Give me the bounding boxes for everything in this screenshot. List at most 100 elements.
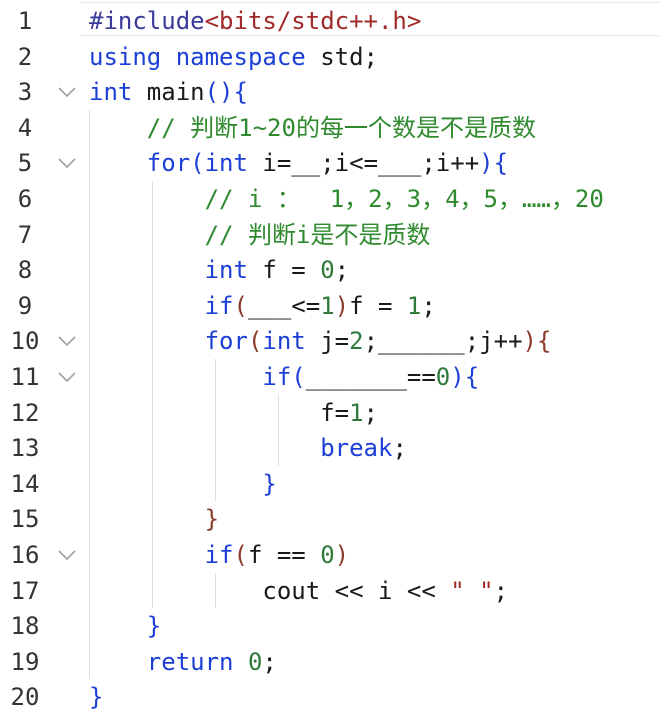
line-number: 16 [10,541,40,569]
chevron-down-icon[interactable] [56,546,78,564]
code-token: f = [349,291,407,320]
code-token: // i ： 1，2，3，4，5，……，20 [204,185,604,213]
code-token [89,505,205,533]
code-text[interactable]: f=1; [89,395,378,431]
code-text[interactable]: for(int i=__;i<=___;i++){ [89,145,508,181]
code-line[interactable]: 14 } [0,466,660,502]
code-token: f = [247,256,321,285]
code-text[interactable]: } [89,608,161,644]
code-line[interactable]: 10 for(int j=2;______;j++){ [0,323,660,359]
code-token: ;______;j++ [363,327,523,356]
code-text[interactable]: break; [89,430,407,466]
code-token: 0 [320,256,335,285]
code-text[interactable]: if(___<=1)f = 1; [89,288,436,324]
code-token: 0 [435,363,451,391]
code-token: ; [493,576,509,605]
code-token: ; [262,647,277,676]
code-line[interactable]: 16 if(f == 0) [0,537,660,573]
line-number: 11 [10,363,40,391]
code-token: ) [334,541,350,569]
code-token [89,327,205,355]
code-token [89,612,147,640]
line-number: 17 [10,576,40,605]
code-token [89,221,205,249]
code-text[interactable]: // i ： 1，2，3，4，5，……，20 [89,181,604,217]
code-token [89,185,205,213]
current-line-highlight [80,2,660,36]
chevron-down-icon[interactable] [56,332,78,350]
code-token [89,114,147,142]
code-token: ( [291,363,306,391]
code-line[interactable]: 17 cout << i << " "; [0,573,660,609]
code-token: int [89,78,133,107]
line-number: 14 [10,469,40,498]
code-token: #include [89,7,205,35]
line-number: 5 [17,149,33,178]
code-line[interactable]: 13 break; [0,430,660,466]
indent-guide [278,394,279,466]
code-token: j= [305,327,350,356]
code-token: <bits/stdc++.h> [204,7,422,35]
line-number: 8 [17,256,33,285]
code-line[interactable]: 4 // 判断1~20的每一个数是不是质数 [0,110,660,146]
code-token: f= [89,398,350,427]
code-token: } [89,683,104,712]
code-line[interactable]: 9 if(___<=1)f = 1; [0,288,660,324]
code-text[interactable]: } [89,466,276,502]
code-line[interactable]: 18 } [0,608,660,644]
code-line[interactable]: 19 return 0; [0,644,660,680]
line-number: 7 [17,220,33,249]
code-text[interactable]: #include<bits/stdc++.h> [89,3,421,39]
code-token: // 判断i是不是质数 [204,220,431,249]
code-line[interactable]: 6 // i ： 1，2，3，4，5，……，20 [0,181,660,217]
chevron-down-icon[interactable] [56,154,78,172]
line-number: 19 [10,647,40,676]
code-token: ; [421,291,436,320]
code-text[interactable]: } [89,679,103,715]
code-line[interactable]: 5 for(int i=__;i<=___;i++){ [0,145,660,181]
code-text[interactable]: if(f == 0) [89,537,350,573]
code-text[interactable]: int main(){ [89,74,248,110]
code-token [89,648,147,676]
code-token: main [132,78,205,107]
code-line[interactable]: 1#include<bits/stdc++.h> [0,3,660,39]
code-token [89,470,262,498]
chevron-down-icon[interactable] [56,83,78,101]
code-token: ; [392,434,407,463]
code-line[interactable]: 20} [0,679,660,715]
line-number: 10 [10,327,40,356]
code-token [161,43,175,71]
code-token: 0 [247,647,263,676]
code-line[interactable]: 7 // 判断i是不是质数 [0,217,660,253]
code-token: 1 [406,291,422,320]
code-line[interactable]: 12 f=1; [0,395,660,431]
indent-guide [215,359,216,502]
code-text[interactable]: int f = 0; [89,252,350,288]
code-line[interactable]: 11 if(_______==0){ [0,359,660,395]
code-text[interactable]: return 0; [89,644,277,680]
code-token: for [204,327,248,356]
code-text[interactable]: // 判断i是不是质数 [89,217,431,253]
code-text[interactable]: cout << i << " "; [89,573,508,609]
code-token: namespace [175,42,306,71]
code-text[interactable]: // 判断1~20的每一个数是不是质数 [89,110,536,146]
code-line[interactable]: 3 int main(){ [0,74,660,110]
chevron-down-icon[interactable] [56,368,78,386]
line-number: 9 [17,291,33,320]
code-token: ) [334,291,350,320]
code-token: if [204,291,234,320]
code-text[interactable]: for(int j=2;______;j++){ [89,323,552,359]
line-number: 3 [17,78,33,107]
code-token: int [262,327,306,356]
line-number: 15 [10,505,40,534]
code-text[interactable]: using namespace std; [89,39,378,75]
code-text[interactable]: if(_______==0){ [89,359,479,395]
code-text[interactable]: } [89,501,219,537]
line-number: 13 [10,434,40,463]
code-line[interactable]: 8 int f = 0; [0,252,660,288]
code-token: ( [233,541,248,569]
code-token: ; [363,398,378,427]
code-line[interactable]: 15 } [0,501,660,537]
